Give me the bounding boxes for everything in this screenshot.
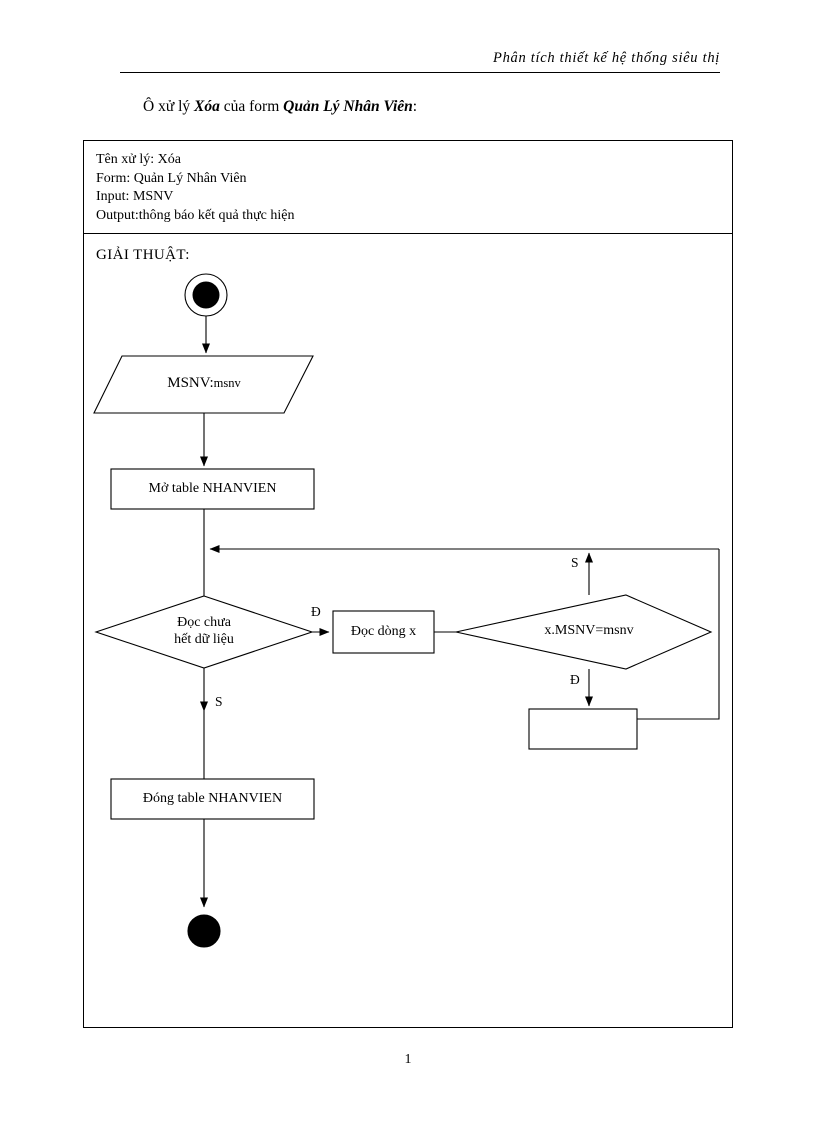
decision-read-diamond bbox=[94, 595, 314, 669]
read-row-box bbox=[332, 610, 435, 654]
meta-line-output: Output:thông báo kết quả thực hiện bbox=[96, 207, 295, 223]
close-table-box bbox=[110, 778, 315, 820]
process-meta-block: Tên xử lý: Xóa Form: Quản Lý Nhân Viên I… bbox=[84, 141, 732, 234]
decision-match-diamond bbox=[455, 594, 713, 670]
caption-middle: của form bbox=[219, 98, 284, 115]
action-empty-box bbox=[528, 708, 638, 750]
input-parallelogram bbox=[93, 355, 314, 414]
edge-label-match-false: S bbox=[571, 555, 579, 570]
flowchart-diagram bbox=[93, 273, 720, 948]
start-node-dot bbox=[192, 281, 220, 309]
running-header-rule bbox=[120, 72, 720, 73]
edge-label-match-true: Đ bbox=[570, 672, 580, 687]
edge-label-read-true: Đ bbox=[311, 604, 321, 619]
meta-line-name: Tên xử lý: Xóa bbox=[96, 152, 181, 167]
algorithm-frame: Tên xử lý: Xóa Form: Quản Lý Nhân Viên I… bbox=[83, 140, 733, 1028]
edge-label-read-false: S bbox=[215, 694, 223, 709]
algorithm-label: GIẢI THUẬT: bbox=[96, 247, 190, 263]
caption-prefix: Ô xử lý bbox=[143, 98, 195, 115]
running-header-title: Phân tích thiết kế hệ thống siêu thị bbox=[493, 50, 720, 66]
caption-process-name: Xóa bbox=[194, 98, 220, 115]
open-table-box bbox=[110, 468, 315, 510]
page-number: 1 bbox=[404, 1052, 412, 1067]
caption-suffix: : bbox=[412, 98, 418, 115]
end-node bbox=[187, 914, 221, 948]
caption-form-name: Quản Lý Nhân Viên bbox=[283, 98, 413, 115]
page-title: Ô xử lý Xóa của form Quản Lý Nhân Viên: bbox=[143, 98, 417, 116]
edge-action-to-loopback bbox=[637, 549, 720, 720]
running-header: Phân tích thiết kế hệ thống siêu thị bbox=[120, 50, 720, 76]
meta-line-input: Input: MSNV bbox=[96, 189, 174, 204]
meta-line-form: Form: Quản Lý Nhân Viên bbox=[96, 170, 247, 186]
